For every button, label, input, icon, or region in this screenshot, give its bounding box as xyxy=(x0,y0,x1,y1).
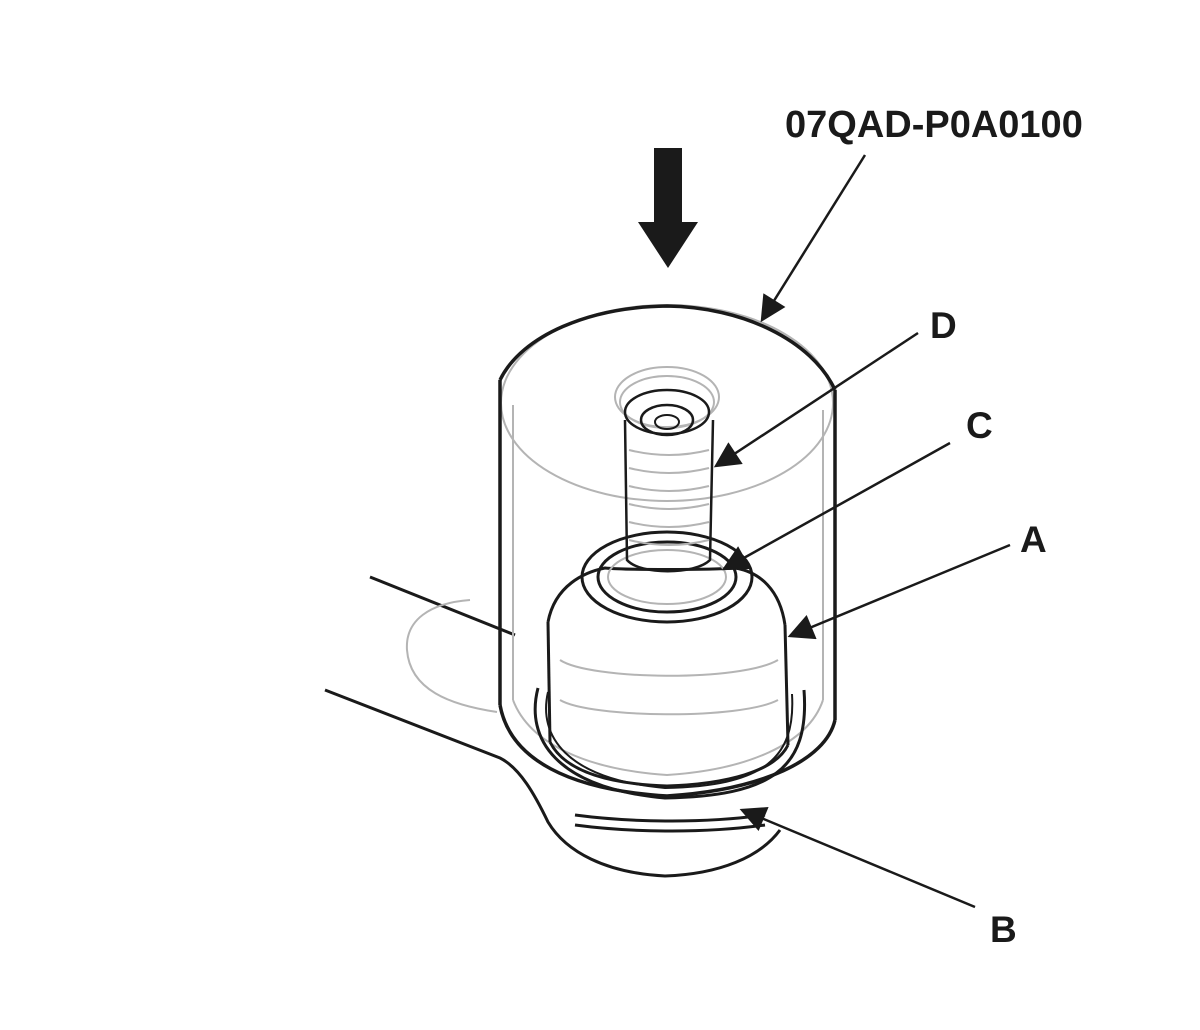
snap-ring xyxy=(580,530,754,624)
callout-d-label: D xyxy=(930,305,957,346)
press-direction-arrow xyxy=(638,148,698,268)
control-arm-hidden xyxy=(405,599,498,713)
leader-a xyxy=(787,543,1011,640)
threaded-stud xyxy=(614,366,720,573)
leader-b xyxy=(739,806,976,909)
leader-lines xyxy=(713,154,1011,909)
ball-joint-boot xyxy=(546,566,790,788)
leader-c xyxy=(721,441,951,571)
callout-a-label: A xyxy=(1020,519,1047,560)
special-tool-cylinder xyxy=(498,304,837,798)
callout-b-label: B xyxy=(990,909,1017,950)
control-arm xyxy=(324,575,782,878)
boot-lip xyxy=(533,687,807,800)
leader-d xyxy=(713,331,919,468)
callout-c-label: C xyxy=(966,405,993,446)
tool-number-label: 07QAD-P0A0100 xyxy=(785,104,1083,146)
leader-tool xyxy=(760,154,867,323)
